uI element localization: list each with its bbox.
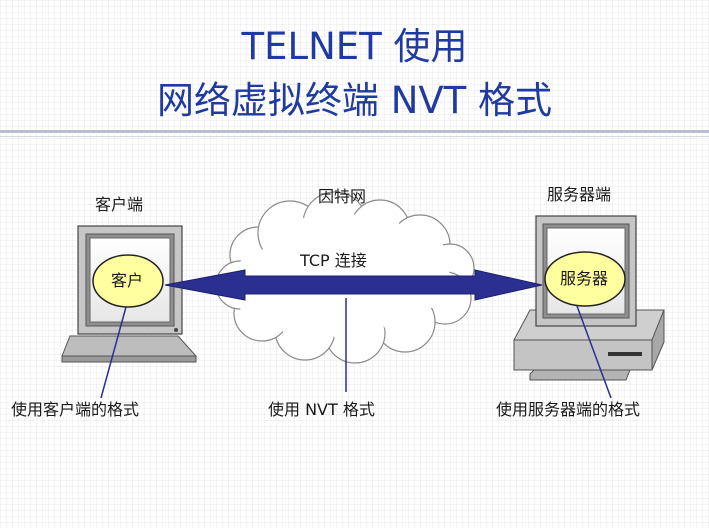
client-format-caption: 使用客户端的格式 (11, 400, 140, 419)
server-heading: 服务器端 (547, 185, 612, 204)
nvt-format-caption: 使用 NVT 格式 (268, 400, 375, 419)
title-divider (0, 130, 709, 133)
server-computer-icon (513, 215, 665, 381)
server-format-caption: 使用服务器端的格式 (496, 400, 641, 419)
connection-label: TCP 连接 (300, 251, 367, 270)
client-format-pointer (100, 306, 127, 399)
client-heading: 客户端 (95, 195, 144, 214)
tcp-connection-arrow (164, 269, 543, 301)
server-label-ellipse (544, 251, 626, 307)
client-screen-label: 客户 (111, 271, 144, 290)
server-screen-label: 服务器 (560, 269, 609, 288)
client-computer-icon (61, 225, 198, 363)
page-title-line-2: 网络虚拟终端 NVT 格式 (156, 79, 553, 122)
page-title-line-1: TELNET 使用 (241, 25, 468, 68)
server-format-pointer (576, 305, 612, 399)
client-label-ellipse (92, 254, 164, 308)
internet-heading: 因特网 (318, 187, 367, 206)
title-divider-thin (0, 136, 709, 137)
